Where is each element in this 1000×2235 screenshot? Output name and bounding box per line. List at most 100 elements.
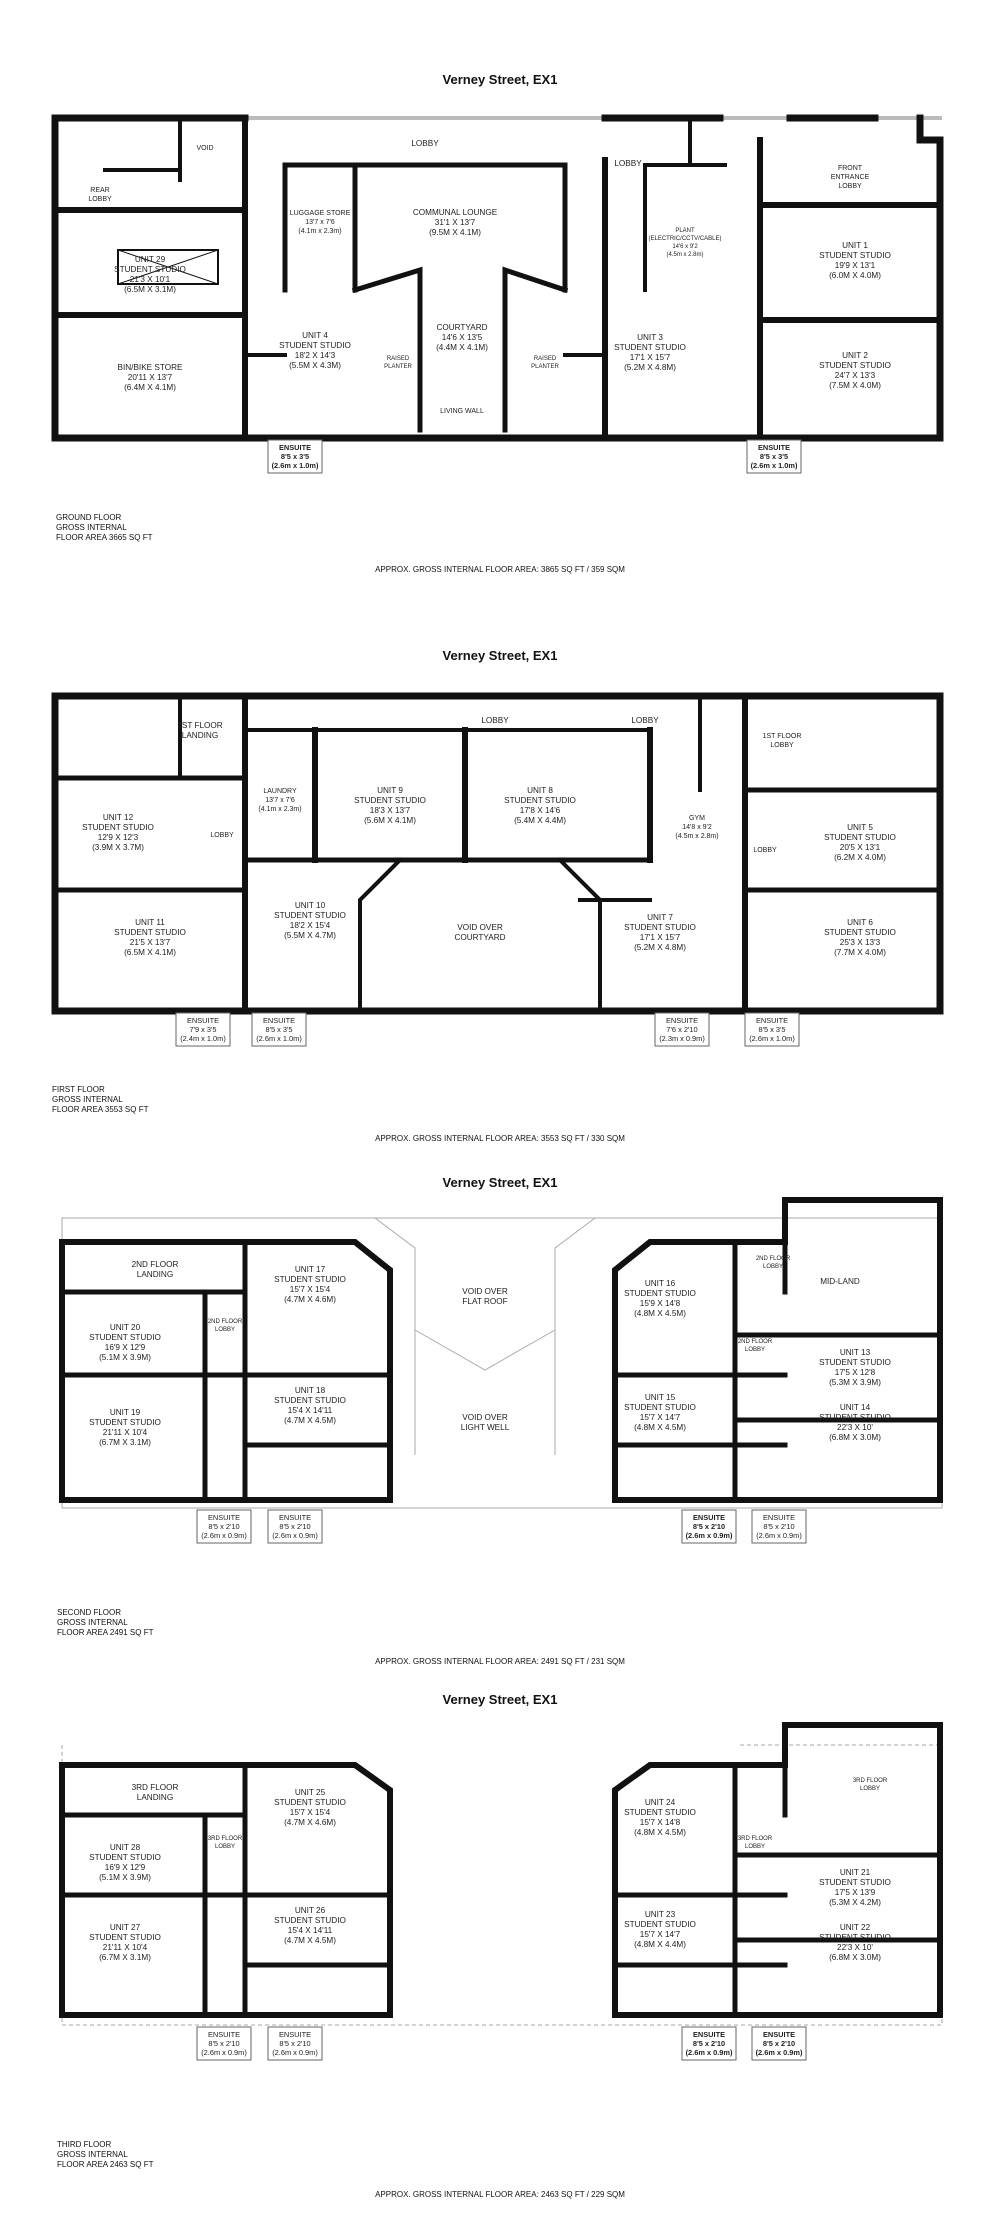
room-label: COURTYARD — [454, 933, 505, 942]
room-label: (6.7m x 3.1m) — [99, 1438, 151, 1447]
approx-floor-area: APPROX. GROSS INTERNAL FLOOR AREA: 2463 … — [375, 2190, 625, 2199]
ensuite-label: (2.6m x 0.9m) — [272, 2048, 318, 2057]
room-label: (5.2m x 4.8m) — [624, 363, 676, 372]
svg-text:MID-LAND: MID-LAND — [820, 1277, 860, 1286]
floor-area: FLOOR AREA 2463 SQ FT — [57, 2160, 154, 2169]
room-label: (6.8m x 3.0m) — [829, 1953, 881, 1962]
room-label: (5.5m x 4.3m) — [289, 361, 341, 370]
ensuite-label: ENSUITE — [208, 1513, 240, 1522]
room-label: UNIT 27 — [110, 1923, 141, 1932]
room-label: 18'3 x 13'7 — [370, 806, 411, 815]
room-label: UNIT 13 — [840, 1348, 871, 1357]
room-label: STUDENT STUDIO — [89, 1333, 161, 1342]
room-label: 3RD FLOOR — [132, 1783, 179, 1792]
room-label: (5.4m x 4.4m) — [514, 816, 566, 825]
room-label: UNIT 10 — [295, 901, 326, 910]
room-label: LOBBY — [215, 1327, 235, 1333]
room-label: (6.5m x 3.1m) — [124, 285, 176, 294]
room-label: 15'7 x 14'8 — [640, 1818, 681, 1827]
floor-area-label: SECOND FLOOR GROSS INTERNAL FLOOR AREA 2… — [57, 1608, 153, 1638]
room-label: 16'9 x 12'9 — [105, 1863, 146, 1872]
floor-name: FIRST FLOOR — [52, 1085, 105, 1094]
room-label: (5.1m x 3.9m) — [99, 1353, 151, 1362]
room-label: UNIT 15 — [645, 1393, 676, 1402]
room-label: STUDENT STUDIO — [624, 1289, 696, 1298]
room-label: 15'9 x 14'8 — [640, 1299, 681, 1308]
room-label: LOBBY — [411, 139, 439, 148]
room-label: (4.8m x 4.5m) — [634, 1309, 686, 1318]
ensuite-label: ENSUITE — [263, 1016, 295, 1025]
room-label: (4.5m x 2.8m) — [675, 833, 718, 840]
ensuite-label: 8'5 x 2'10 — [763, 1522, 794, 1531]
room-label: (7.5m x 4.0m) — [829, 381, 881, 390]
approx-floor-area: APPROX. GROSS INTERNAL FLOOR AREA: 3553 … — [375, 1134, 625, 1143]
room-label: COMMUNAL LOUNGE — [413, 208, 498, 217]
room-label: LIVING WALL — [440, 408, 484, 415]
room-label: UNIT 2 — [842, 351, 868, 360]
room-label: 1ST FLOOR — [177, 721, 222, 730]
ensuite-label: ENSUITE — [763, 2030, 795, 2039]
room-label: STUDENT STUDIO — [624, 1920, 696, 1929]
room-label: STUDENT STUDIO — [824, 833, 896, 842]
room-label: UNIT 17 — [295, 1265, 326, 1274]
floor-title: Verney Street, EX1 — [442, 648, 558, 663]
floor-area-label: GROUND FLOOR GROSS INTERNAL FLOOR AREA 3… — [56, 513, 152, 543]
room-label: STUDENT STUDIO — [624, 1808, 696, 1817]
room-label: STUDENT STUDIO — [82, 823, 154, 832]
ensuite-label: ENSUITE — [279, 1513, 311, 1522]
room-label: UNIT 16 — [645, 1279, 676, 1288]
ensuite-label: 8'5 x 3'5 — [281, 452, 309, 461]
room-label: VOID OVER — [457, 923, 503, 932]
ensuite-label: ENSUITE — [693, 1513, 725, 1522]
room-label: 2ND FLOOR — [208, 1319, 243, 1325]
room-label: (4.1m x 2.3m) — [298, 228, 341, 235]
room-label: VOID OVER — [462, 1287, 508, 1296]
room-label: (5.3m x 3.9m) — [829, 1378, 881, 1387]
room-label: STUDENT STUDIO — [624, 1403, 696, 1412]
room-label: PLANTER — [531, 364, 559, 370]
room-label: STUDENT STUDIO — [274, 1396, 346, 1405]
ensuite-label: 8'5 x 2'10 — [208, 2039, 239, 2048]
room-label: (7.7m x 4.0m) — [834, 948, 886, 957]
room-label: (5.2m x 4.8m) — [634, 943, 686, 952]
ensuite-label: 8'5 x 2'10 — [693, 1522, 725, 1531]
room-label: 17'1 x 15'7 — [640, 933, 681, 942]
floor-title: Verney Street, EX1 — [442, 72, 558, 87]
svg-text:VOID: VOID — [196, 145, 213, 152]
room-label: (5.1m x 3.9m) — [99, 1873, 151, 1882]
room-label: UNIT 11 — [135, 918, 165, 927]
room-label: LANDING — [137, 1793, 173, 1802]
room-label: LOBBY — [763, 1264, 783, 1270]
ensuite-label: ENSUITE — [279, 443, 311, 452]
room-label: LOBBY — [838, 183, 862, 190]
floor-name: GROUND FLOOR — [56, 513, 122, 522]
room-label: STUDENT STUDIO — [89, 1418, 161, 1427]
svg-text:LOBBY: LOBBY — [614, 159, 642, 168]
room-label: LOBBY — [753, 847, 777, 854]
